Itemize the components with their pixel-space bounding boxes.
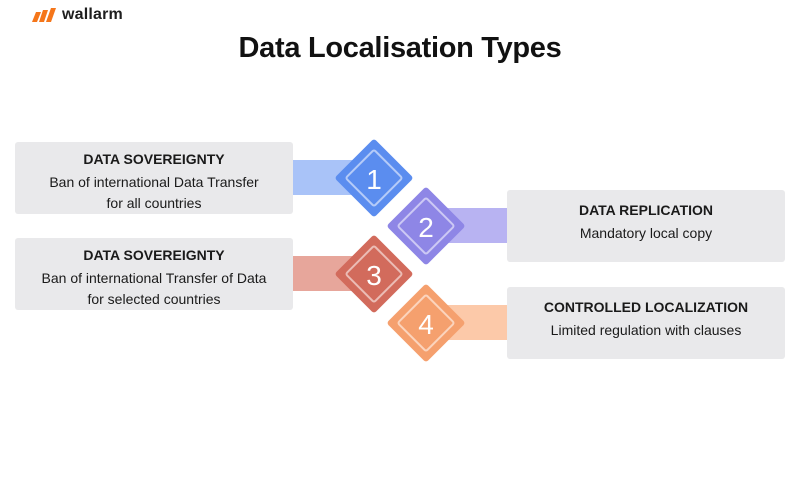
step-2-diamond: 2 [387,187,465,265]
step-3-diamond: 3 [335,235,413,313]
brand-logo: wallarm [32,6,123,24]
step-3-desc-line-2: for selected countries [87,291,221,307]
step-4-diamond: 4 [387,284,465,362]
step-1-description: Ban of international Data Transfer for a… [15,172,293,214]
step-1-card: DATA SOVEREIGNTY Ban of international Da… [15,142,293,214]
step-2-desc-line-1: Mandatory local copy [579,225,713,241]
step-1-diamond: 1 [335,139,413,217]
step-1-title: DATA SOVEREIGNTY [83,151,225,167]
step-1-number: 1 [366,164,382,195]
step-2-description: Mandatory local copy [507,223,785,244]
step-3-card: DATA SOVEREIGNTY Ban of international Tr… [15,238,293,310]
step-2-card: DATA REPLICATION Mandatory local copy [507,190,785,262]
brand-name: wallarm [62,6,123,23]
step-2-number: 2 [418,212,434,243]
step-4-title: CONTROLLED LOCALIZATION [543,299,749,315]
step-3-title: DATA SOVEREIGNTY [83,247,225,263]
step-3-description: Ban of international Transfer of Data fo… [15,268,293,310]
step-3-number: 3 [366,260,382,291]
step-3-desc-line-1: Ban of international Transfer of Data [41,270,267,286]
step-1-desc-line-1: Ban of international Data Transfer [49,174,259,190]
step-2-title: DATA REPLICATION [578,202,714,218]
step-4-description: Limited regulation with clauses [507,320,785,341]
step-4-number: 4 [418,309,434,340]
step-4-card: CONTROLLED LOCALIZATION Limited regulati… [507,287,785,359]
page-title: Data Localisation Types [238,32,562,64]
wallarm-logo-icon [32,8,56,22]
step-4-desc-line-1: Limited regulation with clauses [550,322,742,338]
step-1-desc-line-2: for all countries [106,195,202,211]
